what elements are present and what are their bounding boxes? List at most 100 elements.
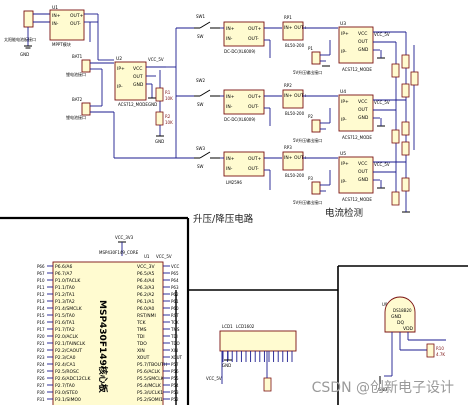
svg-text:P2: P2: [308, 114, 313, 119]
svg-text:P10: P10: [37, 278, 45, 283]
input-current-sensor: U2 IP+ IP- VCC OUT GND ACS712_MODE VCC_5…: [113, 56, 194, 159]
mcu-module-label: MSP430F149_CORE: [99, 250, 139, 255]
svg-text:XIN: XIN: [137, 348, 145, 354]
converter3-name: LM2596: [226, 180, 242, 185]
svg-text:P5.3/UCLK1: P5.3/UCLK1: [137, 390, 163, 396]
svg-text:GND: GND: [222, 363, 231, 368]
svg-text:P14: P14: [37, 306, 45, 311]
svg-text:P6.7/A7: P6.7/A7: [55, 271, 72, 277]
svg-text:R1: R1: [165, 90, 171, 95]
svg-text:P31: P31: [37, 397, 45, 402]
svg-text:IP+: IP+: [341, 99, 349, 105]
svg-text:P57: P57: [171, 362, 179, 367]
svg-text:IN+: IN+: [284, 155, 293, 161]
svg-text:GND: GND: [155, 139, 164, 144]
svg-text:OUT: OUT: [358, 107, 368, 113]
svg-text:IP+: IP+: [341, 161, 349, 167]
svg-text:P1.5/TA0: P1.5/TA0: [55, 313, 75, 319]
svg-text:P2.5/ROSC: P2.5/ROSC: [55, 369, 79, 375]
svg-text:RST: RST: [171, 313, 179, 318]
svg-text:P6.4/A4: P6.4/A4: [137, 278, 154, 284]
mcu-core-board: VCC_3V3 U1 VCC_5V MSP430F149_CORE MSP430…: [37, 235, 183, 405]
svg-text:BL50-200: BL50-200: [285, 173, 305, 178]
svg-text:P2.4/CA1: P2.4/CA1: [55, 362, 76, 368]
svg-text:TDI: TDI: [170, 334, 178, 339]
svg-text:P12: P12: [37, 292, 45, 297]
svg-text:P1.7/TA2: P1.7/TA2: [55, 327, 75, 333]
svg-text:P1.3/TA2: P1.3/TA2: [55, 299, 75, 305]
battery-bat2: BAT2 锂电池接口: [66, 69, 114, 120]
svg-text:P64: P64: [171, 278, 179, 283]
svg-text:P6.0/A0: P6.0/A0: [137, 306, 154, 312]
lcd-module: LCD1 LCD1602 VCC_5V GND: [206, 324, 297, 392]
svg-text:P27: P27: [37, 383, 45, 388]
svg-text:P22: P22: [37, 348, 45, 353]
svg-text:BL50-200: BL50-200: [285, 111, 305, 116]
svg-text:P2.1/TAINCLK: P2.1/TAINCLK: [55, 341, 86, 347]
svg-text:BL50-200: BL50-200: [285, 43, 305, 48]
sensor-u3-vcc: VCC_5V: [374, 32, 390, 37]
battery1-label: 锂电池接口: [66, 71, 86, 77]
svg-text:P60: P60: [171, 306, 179, 311]
svg-text:OUT-: OUT-: [248, 166, 259, 172]
sensor-u5-vcc: VCC_5V: [374, 162, 390, 167]
svg-text:P1.0/TACLK: P1.0/TACLK: [55, 278, 81, 284]
svg-text:P17: P17: [37, 327, 45, 332]
solar-ground-label: GND: [20, 52, 29, 57]
switch-sw3: SW3 SW: [194, 146, 220, 169]
panel-borders: [0, 216, 468, 405]
svg-text:P6.6/A6: P6.6/A6: [55, 264, 72, 270]
svg-text:OUT-: OUT-: [248, 36, 259, 42]
svg-text:P1.6/TA1: P1.6/TA1: [55, 320, 75, 326]
svg-text:P62: P62: [171, 292, 179, 297]
svg-text:P6.3/A3: P6.3/A3: [137, 285, 154, 291]
svg-text:IN+: IN+: [284, 25, 293, 31]
svg-text:OUT: OUT: [358, 39, 368, 45]
svg-text:XOUT: XOUT: [171, 355, 183, 360]
converter1-name: DC-DC(XL6009): [224, 49, 256, 54]
boost-section-label: 升压/降压电路: [193, 213, 254, 225]
svg-text:OUT+: OUT+: [294, 25, 308, 31]
svg-text:P13: P13: [37, 299, 45, 304]
svg-text:SW: SW: [197, 164, 204, 169]
svg-text:P1.1/TA0: P1.1/TA0: [55, 285, 75, 291]
divider-resistors: R1 10K R2 10K GND: [155, 87, 173, 144]
svg-text:U1: U1: [52, 5, 58, 11]
svg-text:P67: P67: [37, 271, 45, 276]
svg-text:P26: P26: [37, 376, 45, 381]
svg-text:IN+: IN+: [284, 93, 293, 99]
svg-text:GND: GND: [148, 102, 157, 107]
mppt-name: MPPT模块: [52, 41, 71, 47]
svg-text:P15: P15: [37, 313, 45, 318]
svg-text:P6.2/A2: P6.2/A2: [137, 292, 154, 298]
svg-text:P23: P23: [37, 355, 45, 360]
svg-text:P20: P20: [37, 334, 45, 339]
svg-text:P3.0/STE0: P3.0/STE0: [55, 390, 78, 396]
converter-2: IN+ IN- OUT+ OUT- DC-DC(XL6009): [220, 89, 282, 126]
output2-label: 5V升压输出接口: [293, 137, 322, 143]
svg-text:OUT+: OUT+: [248, 156, 262, 162]
temp-sensor-name: DS18B20: [393, 308, 412, 313]
svg-text:4.7K: 4.7K: [436, 352, 445, 357]
svg-text:IP+: IP+: [117, 66, 125, 72]
svg-text:10K: 10K: [165, 96, 173, 101]
svg-text:P11: P11: [37, 285, 45, 290]
svg-text:RST/NMI: RST/NMI: [137, 313, 156, 319]
svg-text:IP-: IP-: [341, 49, 347, 55]
svg-text:U4: U4: [340, 89, 346, 95]
svg-text:OUT: OUT: [358, 169, 368, 175]
svg-text:P66: P66: [37, 264, 45, 269]
output-connector-p3: P3 5V升压输出接口: [293, 170, 331, 205]
switch-sw2: SW2 SW: [194, 78, 220, 107]
svg-text:P63: P63: [171, 285, 179, 290]
svg-text:IN-: IN-: [226, 36, 233, 42]
svg-text:10K: 10K: [165, 120, 173, 125]
shunt-rp3: RP3 IN+ OUT+ BL50-200: [282, 145, 338, 178]
svg-text:P3.1/SIMO0: P3.1/SIMO0: [55, 397, 81, 403]
svg-text:P6.1/A1: P6.1/A1: [137, 299, 154, 305]
svg-text:OUT+: OUT+: [248, 26, 262, 32]
svg-text:P5.2/SOMI1: P5.2/SOMI1: [137, 397, 163, 403]
svg-text:P5.6/ACLK: P5.6/ACLK: [137, 369, 161, 375]
